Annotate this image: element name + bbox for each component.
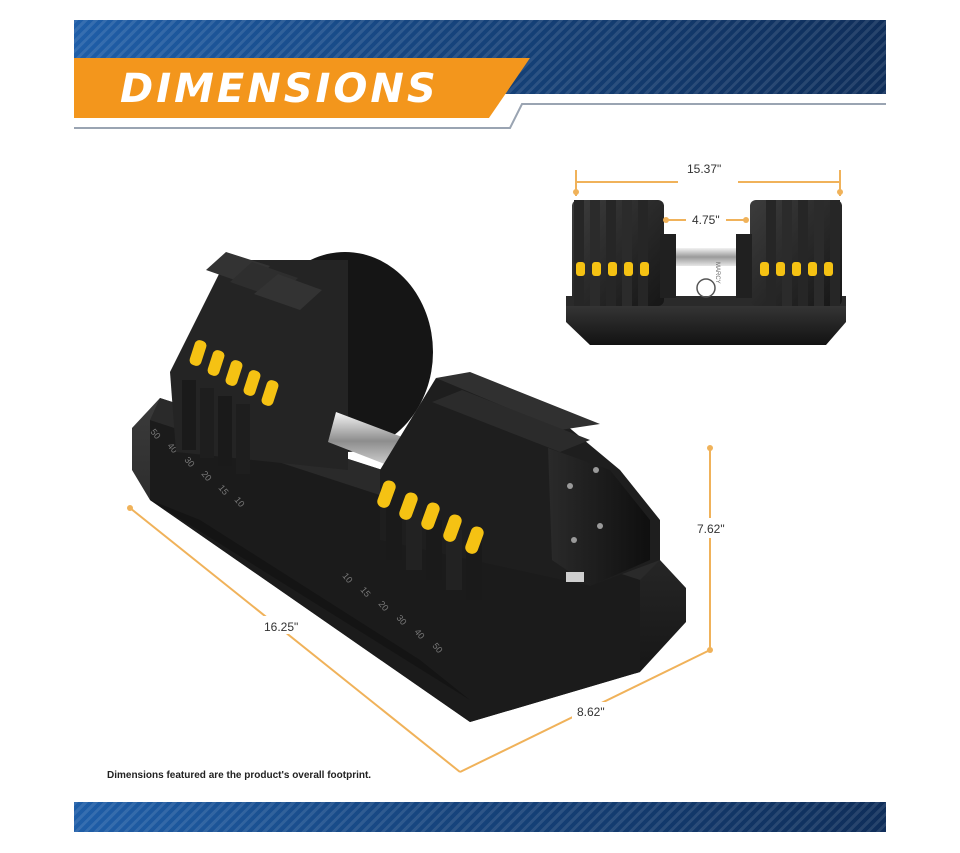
inner-gap-dimension-line xyxy=(663,211,749,229)
footer-banner xyxy=(74,802,886,832)
top-left-weight-stack xyxy=(572,200,664,306)
top-handle xyxy=(676,248,736,266)
svg-text:20: 20 xyxy=(376,599,390,613)
brand-text: MARCY xyxy=(714,262,720,284)
depth-label: 8.62" xyxy=(577,705,605,719)
svg-text:50: 50 xyxy=(148,427,162,441)
length-dimension-line xyxy=(127,505,461,773)
svg-text:30: 30 xyxy=(394,613,408,627)
length-label: 16.25" xyxy=(264,620,299,634)
footnote: Dimensions featured are the product's ov… xyxy=(107,770,372,781)
top-width-dimension-line xyxy=(573,170,843,196)
inner-gap-label: 4.75" xyxy=(692,213,720,227)
height-dimension-line xyxy=(692,445,732,650)
svg-text:30: 30 xyxy=(182,455,196,469)
svg-text:10: 10 xyxy=(340,571,354,585)
title-flag xyxy=(74,58,530,118)
svg-text:20: 20 xyxy=(199,469,213,483)
svg-text:15: 15 xyxy=(216,483,230,497)
height-label: 7.62" xyxy=(697,522,725,536)
svg-text:15: 15 xyxy=(358,585,372,599)
top-tray xyxy=(566,300,846,345)
back-weight-stack xyxy=(170,252,433,474)
svg-text:50: 50 xyxy=(430,641,444,655)
top-right-weight-stack xyxy=(750,200,842,306)
page-title: DIMENSIONS xyxy=(120,66,439,112)
tray-scale-right: 10 15 20 30 40 50 xyxy=(340,571,444,655)
top-width-label: 15.37" xyxy=(687,162,722,176)
brand-emblem xyxy=(696,278,716,298)
header-accent-line xyxy=(74,103,886,129)
front-weight-stack xyxy=(377,372,660,600)
svg-text:10: 10 xyxy=(232,495,246,509)
svg-text:40: 40 xyxy=(412,627,426,641)
